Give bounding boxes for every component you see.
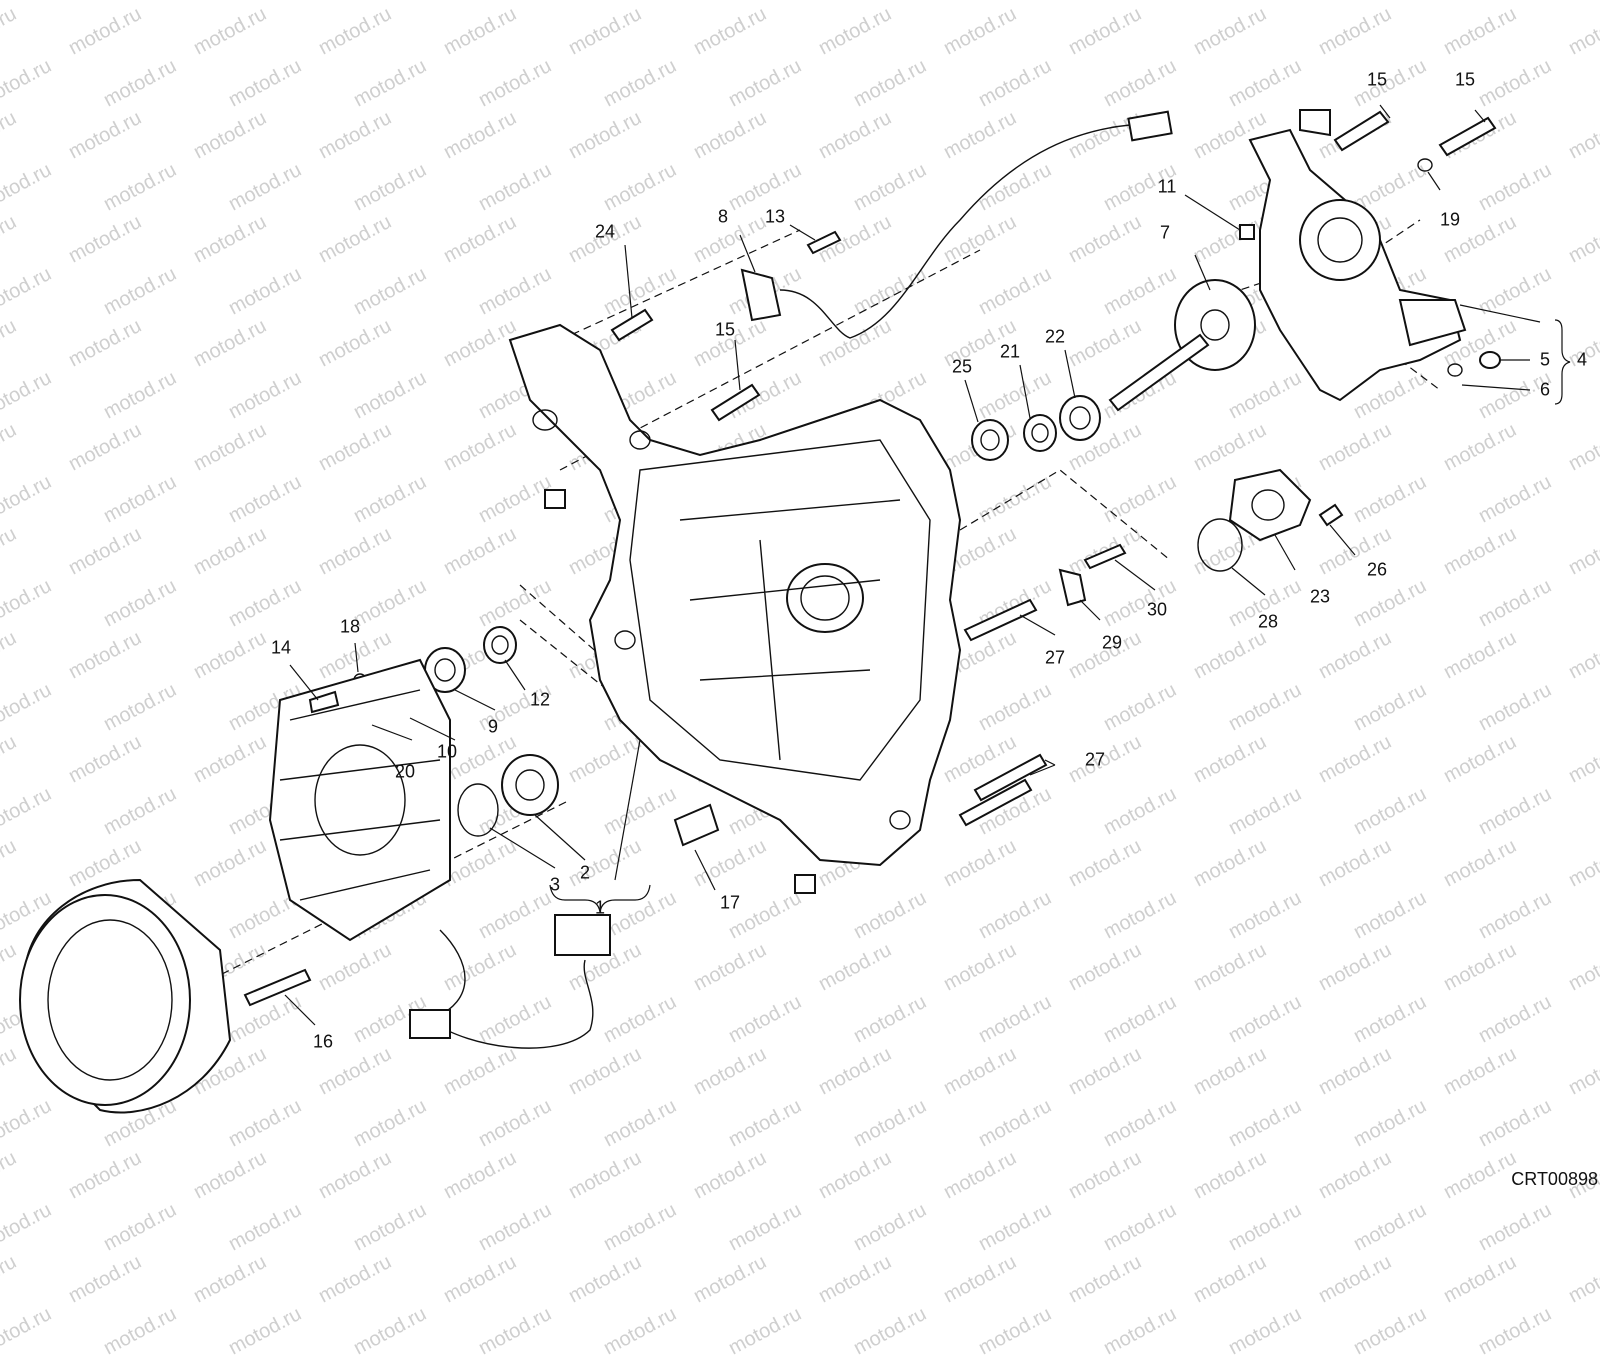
watermark-text: motod.ru [225,1302,306,1360]
watermark-text: motod.ru [850,1302,931,1360]
diagram-reference-code: CRT00898 [1511,1169,1598,1189]
alternator-rotor [19,878,232,1114]
callout-13: 13 [764,206,786,227]
watermark-text: motod.ru [565,1250,646,1308]
watermark-text: motod.ru [600,1198,681,1256]
callout-24: 24 [594,221,616,242]
watermark-text: motod.ru [315,1250,396,1308]
callout-7: 7 [1159,222,1171,243]
watermark-text: motod.ru [1475,1198,1556,1256]
watermark-text: motod.ru [1350,1198,1431,1256]
watermark-text: motod.ru [815,1250,896,1308]
watermark-text: motod.ru [975,1302,1056,1360]
watermark-text: motod.ru [0,1198,56,1256]
callout-23: 23 [1309,586,1331,607]
callout-3: 3 [549,874,561,895]
watermark-text: motod.ru [725,1198,806,1256]
callout-16: 16 [312,1031,334,1052]
watermark-text: motod.ru [975,1198,1056,1256]
callout-29: 29 [1101,632,1123,653]
callout-5: 5 [1539,349,1551,370]
callout-10: 10 [436,741,458,762]
group-brackets [549,319,1571,913]
callout-15-pump-right: 15 [1454,69,1476,90]
watermark-text: motod.ru [1440,1250,1521,1308]
watermark-text: motod.ru [0,1302,56,1360]
callout-25: 25 [951,356,973,377]
callout-11: 11 [1157,176,1177,197]
watermark-text: motod.ru [1065,1250,1146,1308]
callout-30: 30 [1146,599,1168,620]
watermark-text: motod.ru [190,1250,271,1308]
leader-lines [284,104,1541,1026]
water-pump-housing [1248,109,1467,402]
callout-8: 8 [717,206,729,227]
callout-27-lower: 27 [1084,749,1106,770]
watermark-text: motod.ru [600,1302,681,1360]
callout-2: 2 [579,862,591,883]
callout-17: 17 [719,892,741,913]
watermark-text: motod.ru [0,1250,21,1308]
callout-18: 18 [339,616,361,637]
sensor-with-cable [740,110,1173,339]
watermark-text: motod.ru [1475,1302,1556,1360]
crankcase-cover [508,323,962,867]
impeller-shaft [1108,279,1256,412]
watermark-text: motod.ru [1225,1302,1306,1360]
watermark-text: motod.ru [690,1250,771,1308]
watermark-text: motod.ru [350,1302,431,1360]
callout-1: 1 [594,897,606,918]
callout-26: 26 [1366,559,1388,580]
fasteners [243,110,1501,1007]
callout-14: 14 [270,637,292,658]
watermark-text: motod.ru [725,1302,806,1360]
callout-20: 20 [394,761,416,782]
callout-21: 21 [999,341,1021,362]
watermark-text: motod.ru [475,1302,556,1360]
callout-15-pump-left: 15 [1366,69,1388,90]
callout-22: 22 [1044,326,1066,347]
watermark-text: motod.ru [1190,1250,1271,1308]
callout-4: 4 [1576,349,1588,370]
callout-6: 6 [1539,379,1551,400]
watermark-text: motod.ru [350,1198,431,1256]
watermark-text: motod.ru [440,1250,521,1308]
alternator-stator [268,658,451,942]
watermark-text: motod.ru [850,1198,931,1256]
callout-27-upper: 27 [1044,647,1066,668]
watermark-text: motod.ru [1225,1198,1306,1256]
watermark-text: motod.ru [475,1198,556,1256]
watermark-text: motod.ru [1315,1250,1396,1308]
seals-and-bearings [353,395,1312,837]
callout-9: 9 [487,716,499,737]
watermark-text: motod.ru [940,1250,1021,1308]
callout-19: 19 [1439,209,1461,230]
callout-28: 28 [1257,611,1279,632]
watermark-text: motod.ru [225,1198,306,1256]
watermark-text: motod.ru [100,1302,181,1360]
watermark-text: motod.ru [1565,1250,1600,1308]
watermark-text: motod.ru [100,1198,181,1256]
callout-12: 12 [529,689,551,710]
watermark-text: motod.ru [1350,1302,1431,1360]
stator-wiring [409,914,611,1049]
watermark-text: motod.ru [1100,1302,1181,1360]
exploded-parts-diagram [19,104,1571,1114]
callout-15-cover: 15 [714,319,736,340]
watermark-text: motod.ru [65,1250,146,1308]
watermark-text: motod.ru [1100,1198,1181,1256]
